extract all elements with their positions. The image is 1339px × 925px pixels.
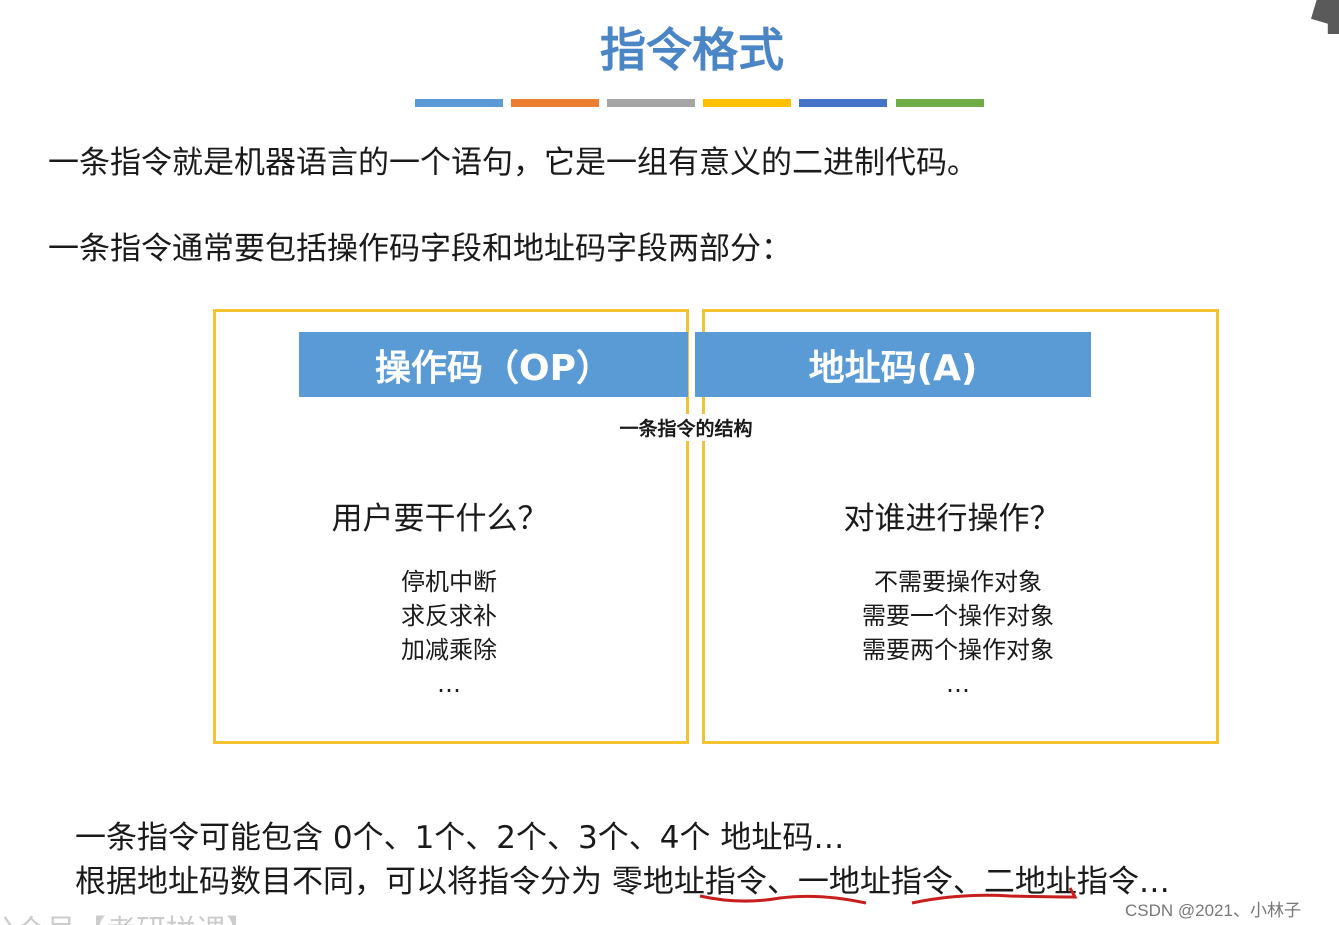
list-item: 需要一个操作对象 [862, 602, 1054, 630]
address-list: 不需要操作对象 需要一个操作对象 需要两个操作对象 … [808, 565, 1108, 701]
list-item: … [946, 670, 970, 698]
two-address-term: 二地址指令… [983, 864, 1170, 900]
one-address-term: 一地址指令 [797, 864, 953, 900]
opcode-list: 停机中断 求反求补 加减乘除 … [299, 565, 599, 701]
opcode-field: 操作码（OP） [299, 332, 688, 397]
opcode-question: 用户要干什么？ [331, 501, 549, 537]
line2-prefix: 根据地址码数目不同，可以将指令分为 [75, 864, 612, 900]
opcode-box [213, 309, 689, 744]
color-bar-6 [896, 99, 984, 107]
address-field: 地址码(A) [695, 332, 1091, 397]
separator: 、 [766, 864, 798, 900]
list-item: 不需要操作对象 [874, 568, 1042, 596]
list-item: 需要两个操作对象 [862, 636, 1054, 664]
color-bar-3 [607, 99, 695, 107]
slide-title: 指令格式 [600, 23, 784, 77]
bottom-line-1: 一条指令可能包含 0个、1个、2个、3个、4个 地址码… [75, 820, 845, 856]
zero-address-term: 零地址指令 [611, 864, 767, 900]
watermark-bottom: 公众号【考研拼课】 [0, 906, 256, 925]
color-bar-5 [799, 99, 887, 107]
underline-one-address [911, 887, 1078, 905]
color-bar-4 [703, 99, 791, 107]
list-item: 停机中断 [401, 568, 497, 596]
intro-line-1: 一条指令就是机器语言的一个语句，它是一组有意义的二进制代码。 [48, 145, 978, 181]
color-bar-1 [415, 99, 503, 107]
underline-zero-address [699, 894, 867, 905]
list-item: … [437, 670, 461, 698]
bottom-line-2: 根据地址码数目不同，可以将指令分为 零地址指令、一地址指令、二地址指令… [75, 856, 1170, 901]
list-item: 求反求补 [401, 602, 497, 630]
list-item: 加减乘除 [401, 636, 497, 664]
address-box [702, 309, 1219, 744]
intro-line-2: 一条指令通常要包括操作码字段和地址码字段两部分： [48, 231, 792, 267]
diagram-caption: 一条指令的结构 [586, 414, 786, 441]
csdn-watermark: CSDN @2021、小林子 [1125, 896, 1301, 921]
address-question: 对谁进行操作？ [843, 501, 1061, 537]
color-bar-2 [511, 99, 599, 107]
